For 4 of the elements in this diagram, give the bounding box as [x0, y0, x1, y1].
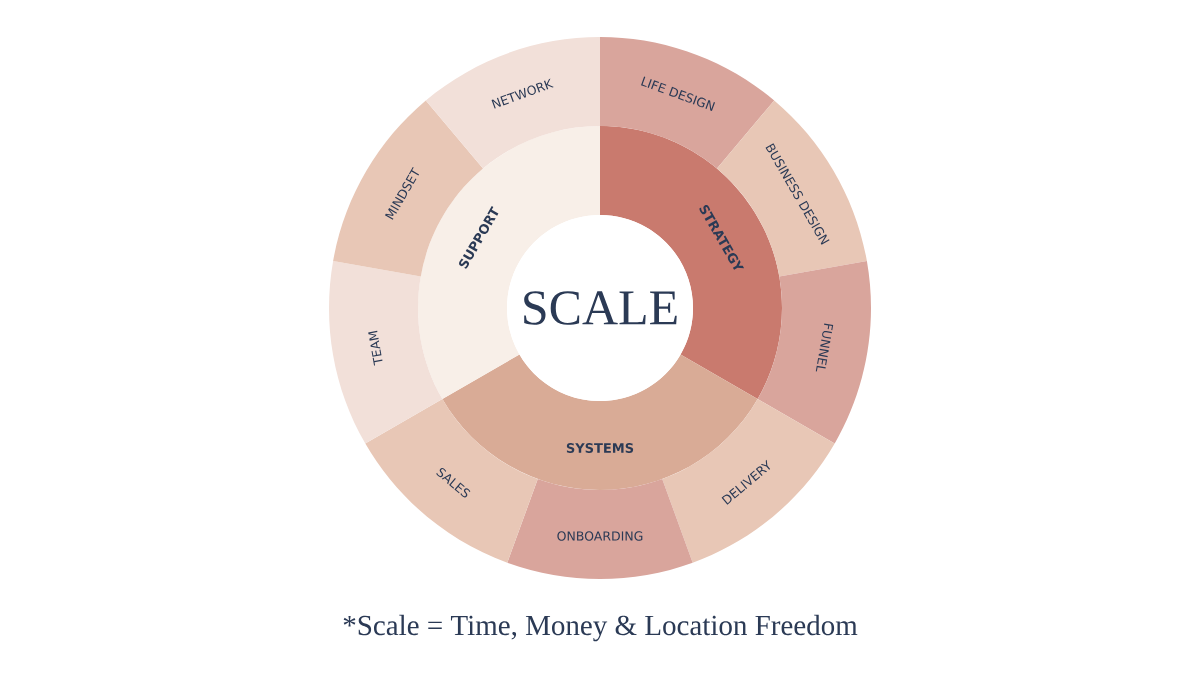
- outer-segment: FUNNEL: [757, 260, 871, 444]
- outer-segment: ONBOARDING: [507, 479, 693, 579]
- outer-segment: TEAM: [329, 260, 443, 444]
- caption: *Scale = Time, Money & Location Freedom: [343, 614, 858, 642]
